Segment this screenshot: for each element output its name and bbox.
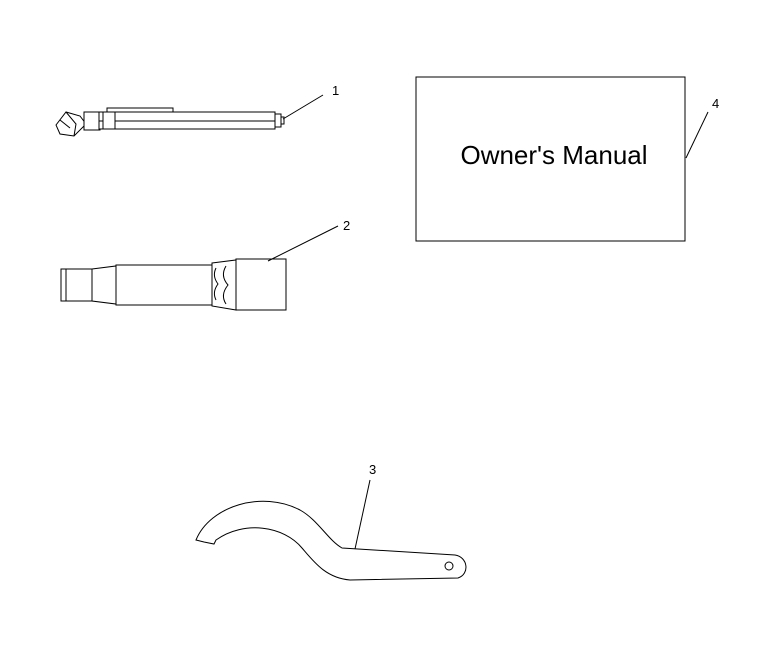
leader-line-1 xyxy=(282,94,324,120)
callout-4: 4 xyxy=(712,96,719,111)
leader-line-3 xyxy=(354,479,371,550)
owners-manual-title: Owner's Manual xyxy=(460,140,647,170)
part-1-pressure-gauge xyxy=(55,107,285,137)
callout-2: 2 xyxy=(343,218,350,233)
part-3-hook-spanner xyxy=(195,500,467,581)
part-4-owners-manual: Owner's Manual xyxy=(415,76,686,242)
part-2-spark-plug-socket xyxy=(60,258,287,311)
callout-3: 3 xyxy=(369,462,376,477)
mounting-hole xyxy=(444,561,454,571)
leader-line-4 xyxy=(685,111,709,159)
callout-1: 1 xyxy=(332,83,339,98)
leader-line-2 xyxy=(267,225,339,262)
